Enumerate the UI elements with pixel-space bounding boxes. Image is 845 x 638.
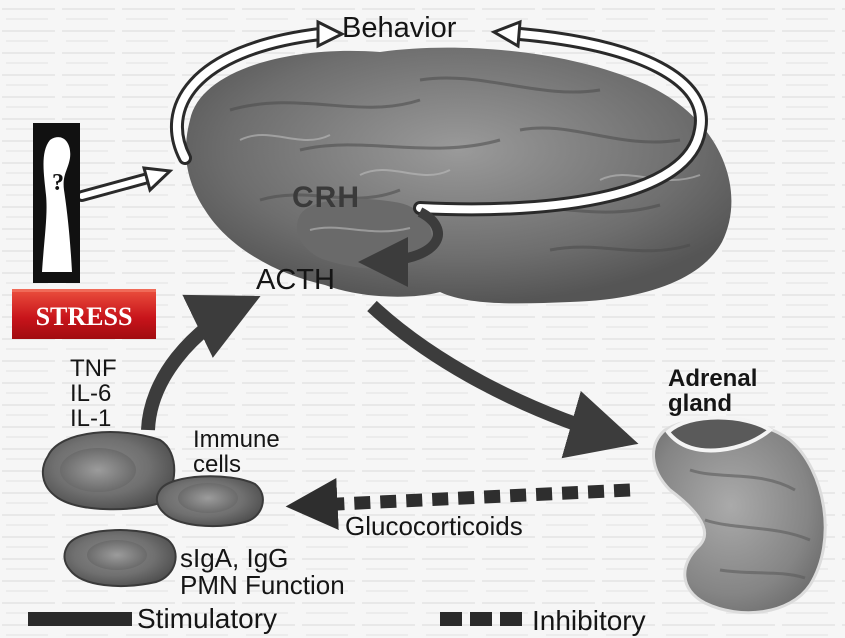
cytokine-il6-label: IL-6	[70, 381, 117, 406]
immune-cells-label-line1: Immune	[193, 427, 280, 452]
immune-cells-label: Immune cells	[193, 427, 280, 477]
legend-inhibitory-swatch	[440, 612, 522, 626]
crh-label: CRH	[292, 183, 360, 213]
legend-stimulatory-label: Stimulatory	[137, 605, 277, 633]
legend-inhibitory-label: Inhibitory	[532, 607, 646, 635]
adrenal-gland-label-line1: Adrenal	[668, 366, 757, 391]
acth-label: ACTH	[256, 266, 335, 295]
cytokine-il1-label: IL-1	[70, 406, 117, 431]
cytokine-tnf-label: TNF	[70, 356, 117, 381]
legend-stimulatory-swatch	[28, 612, 132, 626]
immune-cell-lower	[64, 530, 175, 586]
immune-functions-label-line1: sIgA, IgG	[180, 545, 345, 572]
immune-functions-label: sIgA, IgG PMN Function	[180, 545, 345, 600]
question-mark-icon: ?	[52, 170, 64, 196]
glucocorticoids-label: Glucocorticoids	[345, 513, 523, 539]
adrenal-gland-label: Adrenal gland	[668, 366, 757, 416]
immune-cell-upper	[43, 432, 174, 509]
adrenal-gland-label-line2: gland	[668, 391, 757, 416]
immune-cells-label-line2: cells	[193, 452, 280, 477]
immune-cell-middle	[157, 476, 263, 526]
stress-label: STRESS	[36, 302, 133, 331]
stress-label-box: STRESS	[12, 289, 156, 339]
behavior-label: Behavior	[342, 14, 456, 43]
cytokine-labels: TNF IL-6 IL-1	[70, 356, 117, 432]
immune-functions-label-line2: PMN Function	[180, 572, 345, 599]
stress-person-icon	[33, 123, 80, 283]
